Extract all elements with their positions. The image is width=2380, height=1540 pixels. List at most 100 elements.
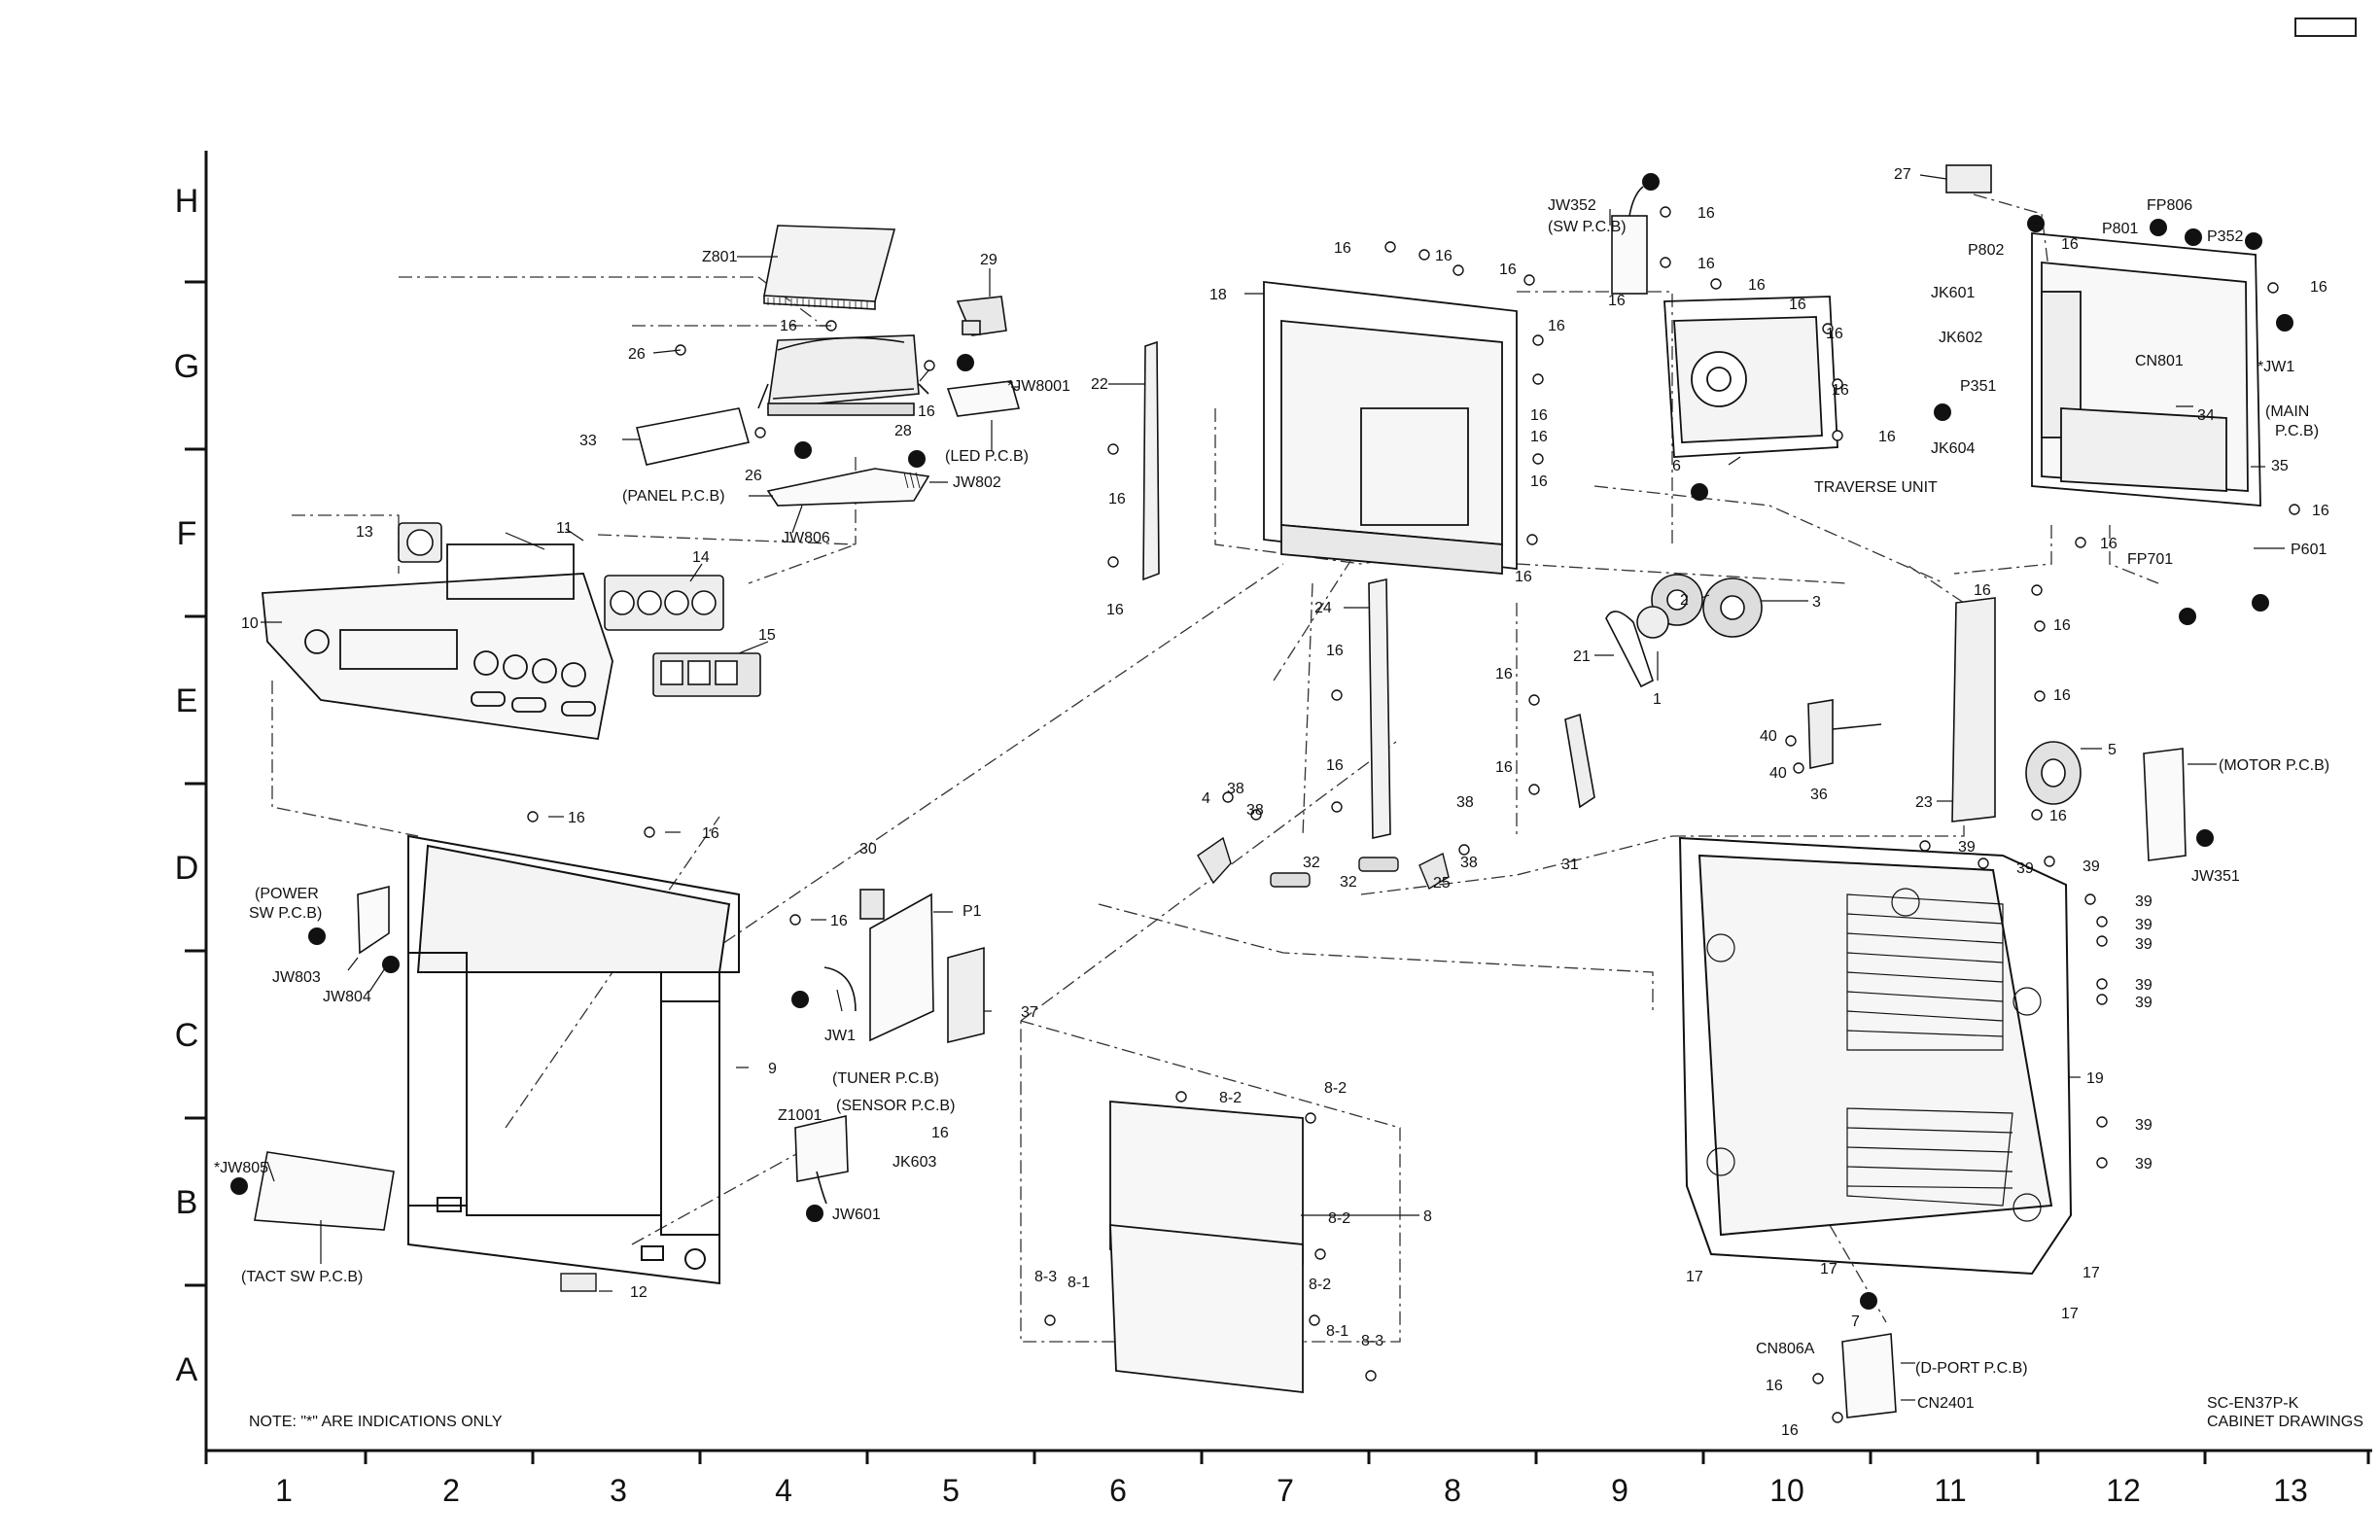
label-jw805: *JW805 bbox=[214, 1160, 268, 1176]
label-8-2-d: 8-2 bbox=[1309, 1277, 1331, 1293]
label-11: 11 bbox=[556, 520, 573, 537]
row-label-g: G bbox=[174, 348, 199, 385]
label-35: 35 bbox=[2271, 458, 2289, 474]
column-label-1: 1 bbox=[275, 1473, 293, 1508]
drawing-footer: SC-EN37P-K CABINET DRAWINGS bbox=[2207, 1394, 2363, 1431]
badge-j-main: j bbox=[2179, 608, 2196, 625]
badge-c-sensor: c bbox=[806, 1205, 823, 1222]
svg-text:d: d bbox=[2282, 317, 2289, 331]
label-16-f: 16 bbox=[931, 1125, 949, 1141]
label-16-y: 16 bbox=[1832, 382, 1849, 399]
part-13-knob bbox=[398, 522, 442, 563]
label-29: 29 bbox=[980, 252, 998, 268]
part-tact-sw-pcb bbox=[254, 1151, 395, 1231]
column-label-10: 10 bbox=[1769, 1473, 1804, 1508]
part-panel-pcb bbox=[766, 468, 930, 507]
label-37: 37 bbox=[1021, 1004, 1038, 1021]
svg-text:c: c bbox=[812, 1208, 818, 1221]
label-16-ab: 16 bbox=[1495, 759, 1513, 776]
label-jw351: JW351 bbox=[2191, 868, 2240, 885]
label-16-aa: 16 bbox=[1495, 666, 1513, 682]
svg-text:a: a bbox=[236, 1180, 243, 1194]
label-cn806a: CN806A bbox=[1756, 1341, 1815, 1357]
label-23: 23 bbox=[1915, 794, 1933, 811]
part-19-rear-cabinet bbox=[1678, 836, 2073, 1276]
label-16-q: 16 bbox=[1326, 643, 1344, 659]
badge-h-main: h bbox=[1934, 403, 1951, 421]
part-33-window bbox=[636, 407, 751, 466]
label-16-j: 16 bbox=[1435, 248, 1452, 264]
row-label-c: C bbox=[175, 1017, 199, 1054]
reference-badges: e e f b a a d c g j b f k g d h j c h k bbox=[230, 173, 2293, 1310]
label-fp806: FP806 bbox=[2147, 197, 2192, 214]
label-17-b: 17 bbox=[1820, 1261, 1838, 1278]
label-38-b: 38 bbox=[1246, 802, 1264, 819]
label-traverse-unit: TRAVERSE UNIT bbox=[1814, 479, 1938, 496]
badge-g-sw: g bbox=[1642, 173, 1660, 191]
label-jw804: JW804 bbox=[323, 989, 371, 1005]
label-16-ah: 16 bbox=[2310, 279, 2328, 296]
label-16-h: 16 bbox=[1106, 602, 1124, 618]
label-39-c: 39 bbox=[2082, 858, 2100, 875]
label-p802: P802 bbox=[1968, 242, 2004, 259]
label-9: 9 bbox=[768, 1061, 777, 1077]
badge-k-dport: k bbox=[1860, 1292, 1877, 1310]
svg-text:e: e bbox=[962, 357, 969, 370]
label-main-pcb-1: (MAIN bbox=[2265, 403, 2309, 420]
label-38-d: 38 bbox=[1460, 855, 1478, 871]
part-22-rail bbox=[1142, 340, 1160, 581]
label-16-ad: 16 bbox=[2053, 617, 2071, 634]
row-label-e: E bbox=[176, 682, 198, 719]
label-26-b: 26 bbox=[745, 468, 762, 484]
label-1: 1 bbox=[1653, 691, 1662, 708]
label-39-g: 39 bbox=[2135, 977, 2152, 994]
label-14: 14 bbox=[692, 549, 710, 566]
row-label-a: A bbox=[176, 1351, 198, 1388]
label-13: 13 bbox=[356, 524, 373, 541]
label-16-x: 16 bbox=[1826, 326, 1843, 342]
svg-text:h: h bbox=[2202, 832, 2209, 846]
label-6: 6 bbox=[1672, 458, 1681, 474]
row-label-b: B bbox=[176, 1184, 198, 1221]
label-8-2-c: 8-2 bbox=[1328, 1210, 1350, 1227]
svg-text:j: j bbox=[2186, 611, 2189, 624]
column-label-3: 3 bbox=[610, 1473, 627, 1508]
label-tuner-pcb: (TUNER P.C.B) bbox=[832, 1070, 939, 1087]
part-37-shield bbox=[947, 946, 985, 1044]
svg-text:g: g bbox=[2251, 235, 2258, 249]
label-16-ac: 16 bbox=[1974, 582, 1991, 599]
label-p352: P352 bbox=[2207, 228, 2243, 245]
label-32-a: 32 bbox=[1303, 855, 1320, 871]
label-16-af: 16 bbox=[2049, 808, 2067, 824]
part-14-buttons bbox=[604, 575, 724, 631]
label-31: 31 bbox=[1561, 857, 1579, 873]
label-24: 24 bbox=[1314, 600, 1332, 616]
label-motor-pcb: (MOTOR P.C.B) bbox=[2219, 757, 2329, 774]
column-label-9: 9 bbox=[1611, 1473, 1628, 1508]
label-jw1-star: *JW1 bbox=[2258, 359, 2294, 375]
drawing-frame bbox=[185, 151, 2372, 1464]
label-39-a: 39 bbox=[1958, 839, 1976, 856]
column-label-11: 11 bbox=[1934, 1473, 1966, 1508]
label-16-t: 16 bbox=[1698, 256, 1715, 272]
label-jw806: JW806 bbox=[782, 530, 830, 546]
label-16-e: 16 bbox=[830, 913, 848, 929]
part-led-pcb bbox=[946, 380, 1021, 417]
part-sensor-pcb bbox=[794, 1115, 849, 1205]
badge-k-main: k bbox=[2185, 228, 2202, 246]
label-16-ai: 16 bbox=[2312, 503, 2329, 519]
label-28: 28 bbox=[894, 423, 912, 439]
label-8-3-b: 8-3 bbox=[1361, 1333, 1383, 1349]
label-jw8001: *JW8001 bbox=[1007, 378, 1070, 395]
label-21: 21 bbox=[1573, 648, 1591, 665]
label-3: 3 bbox=[1812, 594, 1821, 611]
label-39-b: 39 bbox=[2016, 860, 2034, 877]
label-22: 22 bbox=[1091, 376, 1108, 393]
part-motor-pcb bbox=[2143, 748, 2187, 861]
part-15-switches bbox=[652, 652, 761, 697]
svg-text:g: g bbox=[1648, 176, 1655, 190]
label-jk604: JK604 bbox=[1931, 440, 1975, 457]
label-7: 7 bbox=[1851, 1313, 1860, 1330]
label-16-r: 16 bbox=[1326, 757, 1344, 774]
label-jk603: JK603 bbox=[892, 1154, 936, 1171]
